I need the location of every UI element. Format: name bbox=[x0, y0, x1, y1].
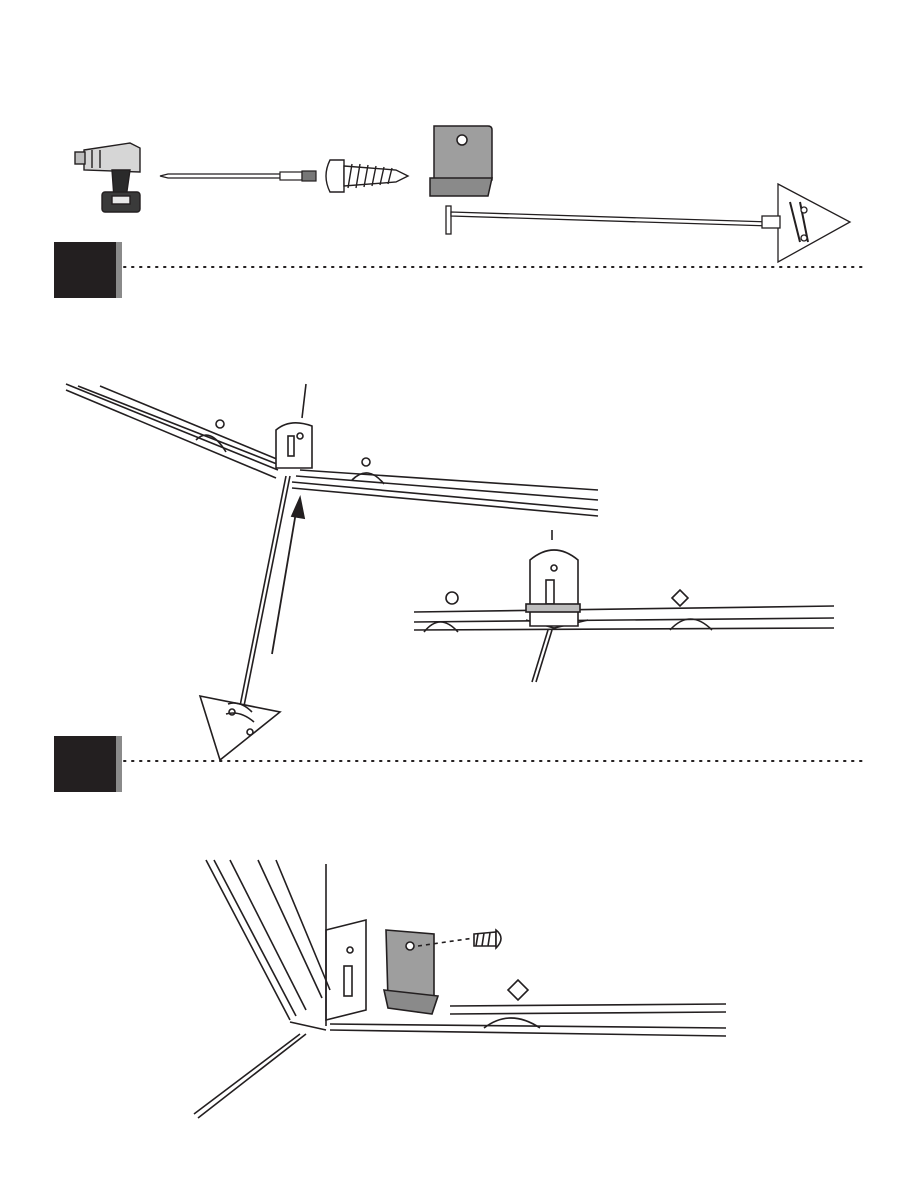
bracket-icon bbox=[430, 126, 492, 196]
phillips-bit-icon bbox=[160, 171, 316, 181]
corner-frame bbox=[194, 860, 726, 1118]
nut-icon bbox=[508, 980, 528, 1000]
ground-anchor-icon bbox=[446, 184, 850, 262]
step-a-illustration bbox=[0, 370, 918, 770]
tools-row bbox=[0, 0, 918, 300]
screw-icon bbox=[326, 160, 408, 192]
anchor-rod bbox=[200, 476, 290, 760]
base-frame-perspective bbox=[66, 384, 598, 516]
drill-icon bbox=[75, 143, 140, 212]
attach-bracket bbox=[384, 930, 438, 1014]
step-b-illustration bbox=[0, 850, 918, 1130]
step-divider-b bbox=[0, 756, 918, 766]
detail-inset bbox=[414, 530, 834, 682]
corner-bracket bbox=[276, 384, 312, 468]
step-divider-a bbox=[0, 262, 918, 272]
